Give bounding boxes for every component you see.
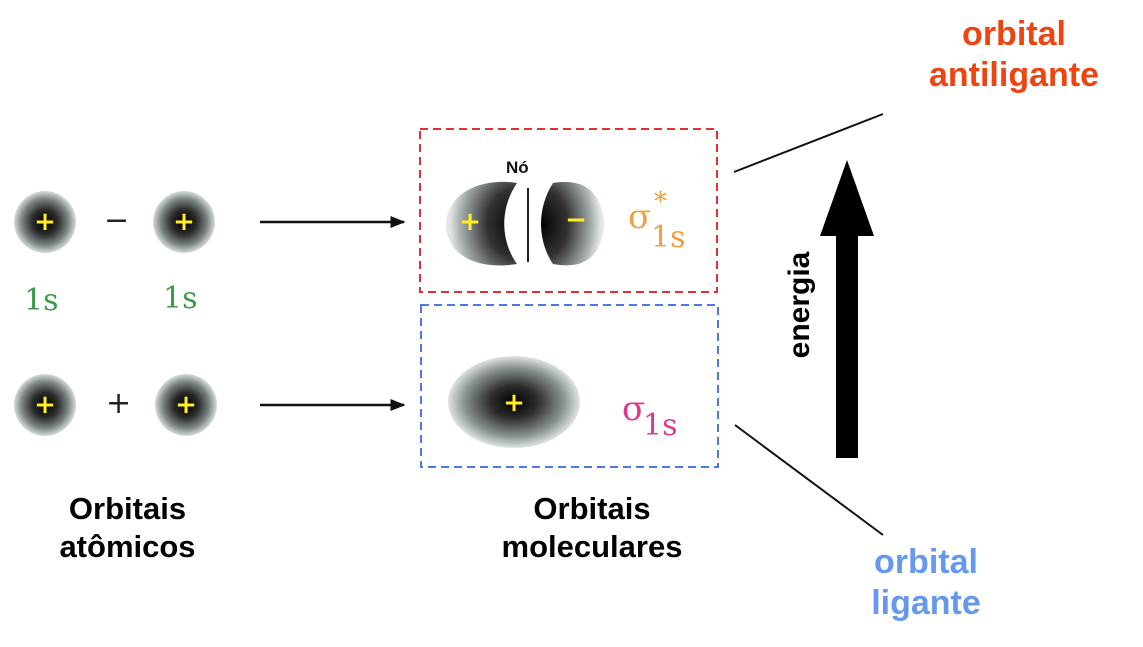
energy-label: energia (783, 251, 816, 359)
energy-arrow-head (820, 160, 874, 236)
bonding-pointer (734, 424, 884, 536)
sign-plus: + (34, 390, 56, 420)
energy-arrow-shaft (836, 232, 858, 458)
bonding-annotation: orbital ligante (836, 542, 1016, 625)
bonding-line1: orbital (874, 543, 978, 581)
bonding-sign-plus: + (503, 388, 525, 418)
sigma-symbol: σ (622, 389, 646, 429)
sigma-star-subscript: 1s (651, 220, 686, 255)
molecular-orbitals-caption: Orbitais moleculares (452, 490, 732, 566)
sigma-star-symbol: σ (628, 197, 652, 237)
atomic-orbital-top-right (153, 191, 215, 253)
node-label: Nó (506, 158, 529, 177)
sign-plus: + (34, 207, 56, 237)
sigma-subscript: 1s (643, 408, 678, 443)
atomic-caption-line1: Orbitais (68, 491, 187, 526)
antibonding-lobe-left (446, 181, 517, 266)
sign-plus: + (175, 390, 197, 420)
molecular-caption-line2: moleculares (501, 528, 683, 564)
antibonding-lobe-right (541, 182, 604, 266)
atomic-orbital-bottom-left (14, 374, 76, 436)
label-1s-left: 1s (24, 283, 59, 318)
antibonding-box (419, 128, 718, 293)
antibonding-line2: antiligante (928, 56, 1100, 95)
bonding-box (420, 304, 719, 468)
antibonding-sign-minus: − (565, 205, 587, 235)
antibonding-annotation: orbital antiligante (888, 14, 1140, 97)
plus-operator: + (106, 386, 132, 421)
antibonding-pointer (733, 113, 884, 173)
sign-plus: + (173, 207, 195, 237)
atomic-orbital-top-left (14, 191, 76, 253)
minus-operator: − (104, 203, 130, 238)
star-superscript: * (654, 187, 667, 217)
molecular-caption-line1: Orbitais (533, 491, 651, 526)
antibonding-sign-plus: + (459, 207, 481, 237)
label-1s-right: 1s (163, 281, 198, 316)
atomic-orbitals-caption: Orbitais atômicos (20, 490, 235, 566)
bonding-orbital (448, 356, 580, 448)
atomic-orbital-bottom-right (155, 374, 217, 436)
bonding-line2: ligante (871, 584, 981, 623)
antibonding-line1: orbital (962, 15, 1066, 53)
atomic-caption-line2: atômicos (59, 528, 196, 564)
